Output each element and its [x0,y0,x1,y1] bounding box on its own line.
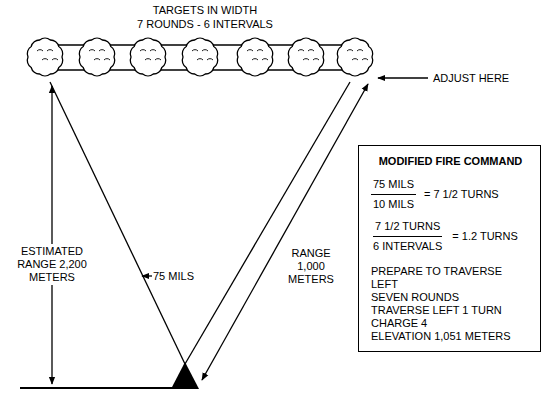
denominator: 6 INTERVALS [371,237,444,253]
burst-detail [247,50,253,51]
gun-position-symbol [171,362,199,389]
baseline [20,387,172,389]
burst-detail [362,59,368,60]
fraction: 7 1/2 TURNS6 INTERVALS [371,220,444,253]
burst-detail [352,59,358,60]
burst-detail [140,50,146,51]
command-text: PREPARE TO TRAVERSE LEFTSEVEN ROUNDSTRAV… [371,265,530,343]
burst-detail [303,59,309,60]
result-text: = 7 1/2 TURNS [424,188,499,201]
flank-line [50,82,185,364]
burst-symbol [337,38,372,76]
burst-detail [42,59,48,60]
result-text: = 1.2 TURNS [452,230,518,243]
burst-symbol [182,38,217,76]
numerator: 75 MILS [371,178,416,195]
dimension-label: RANGE 1,000 METERS [282,246,340,287]
heading-label: 7 ROUNDS - 6 INTERVALS [110,18,300,31]
estimated-range-arrow [51,86,52,384]
burst-detail [207,59,213,60]
command-line: PREPARE TO TRAVERSE LEFT [371,265,530,291]
fraction: 75 MILS10 MILS [371,178,416,211]
burst-detail [298,50,304,51]
mils-arrow [142,275,152,276]
command-line: ELEVATION 1,051 METERS [371,330,530,343]
command-line: CHARGE 4 [371,317,530,330]
burst-symbol [27,38,62,76]
burst-detail [104,59,110,60]
burst-group [27,38,372,76]
burst-symbol [237,38,272,76]
burst-detail [257,50,263,51]
burst-detail [94,59,100,60]
burst-detail [308,50,314,51]
burst-symbol [130,38,165,76]
command-box: MODIFIED FIRE COMMAND 75 MILS10 MILS = 7 1… [358,145,541,352]
burst-detail [347,50,353,51]
adjust-arrow [378,77,428,78]
burst-detail [192,50,198,51]
callout-label: ADJUST HERE [433,72,533,85]
burst-detail [37,50,43,51]
fraction-row: 75 MILS10 MILS = 7 1/2 TURNS [371,178,530,211]
burst-detail [262,59,268,60]
burst-detail [150,50,156,51]
burst-detail [197,59,203,60]
burst-detail [252,59,258,60]
burst-detail [155,59,161,60]
burst-detail [99,50,105,51]
burst-detail [89,50,95,51]
box-title: MODIFIED FIRE COMMAND [371,155,530,168]
heading-label: TARGETS IN WIDTH [120,4,290,17]
burst-detail [202,50,208,51]
command-line: SEVEN ROUNDS [371,291,530,304]
dimension-label: ESTIMATED RANGE 2,200 METERS [4,244,100,285]
flank-line [185,82,350,364]
burst-detail [313,59,319,60]
burst-symbol [288,38,323,76]
numerator: 7 1/2 TURNS [373,220,442,237]
burst-detail [145,59,151,60]
range-arrow [202,84,368,380]
denominator: 10 MILS [371,195,416,211]
fraction-row: 7 1/2 TURNS6 INTERVALS = 1.2 TURNS [371,220,530,253]
angle-label: 75 MILS [153,270,213,283]
burst-detail [52,59,58,60]
burst-detail [47,50,53,51]
burst-symbol [79,38,114,76]
command-line: TRAVERSE LEFT 1 TURN [371,304,530,317]
burst-detail [357,50,363,51]
